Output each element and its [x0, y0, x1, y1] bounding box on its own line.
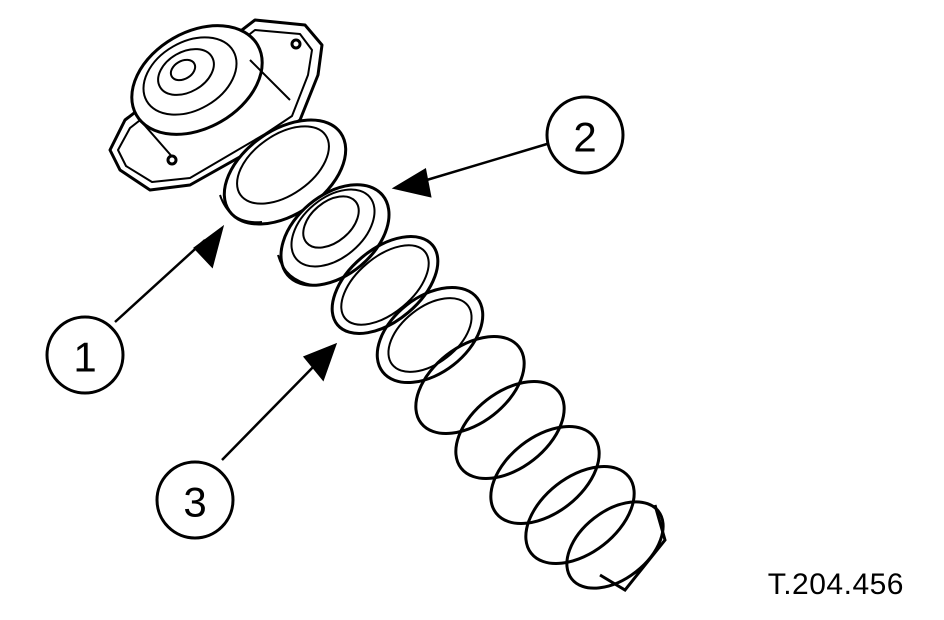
- spring-seat-part-2: [277, 183, 391, 287]
- coil-spring: [375, 285, 667, 592]
- reference-code: T.204.456: [767, 568, 904, 601]
- callout-2: 2: [545, 95, 625, 175]
- top-mount-plate: [108, 18, 324, 192]
- callout-3: 3: [155, 460, 235, 540]
- callout-1: 1: [45, 315, 125, 395]
- callout-2-label: 2: [573, 114, 596, 161]
- leader-lines: [114, 142, 548, 461]
- callout-1-label: 1: [73, 334, 96, 381]
- callout-3-label: 3: [183, 479, 206, 526]
